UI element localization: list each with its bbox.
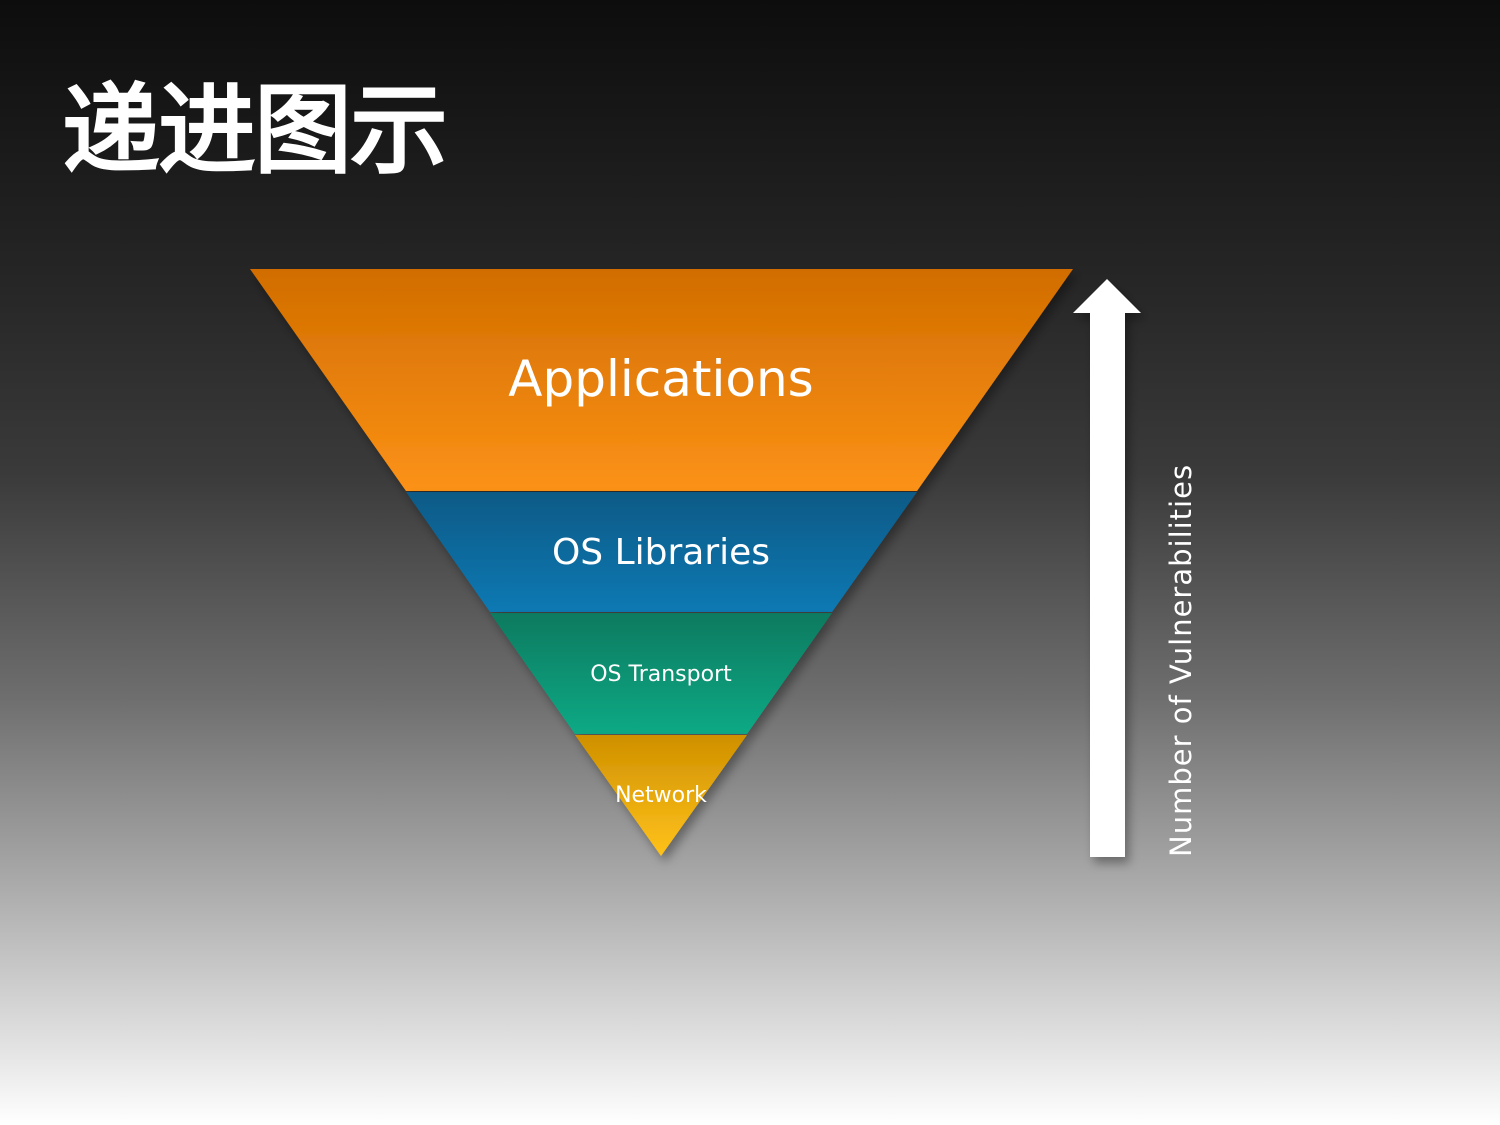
funnel-layer-network: Network (575, 735, 747, 856)
vulnerabilities-axis-label: Number of Vulnerabilities (1164, 464, 1198, 857)
layer-label-os-transport: OS Transport (590, 662, 732, 687)
funnel-segment-os-libraries (406, 492, 917, 612)
funnel-segment-network (575, 735, 747, 856)
page-title: 递进图示 (62, 74, 448, 188)
funnel-segment-applications (250, 269, 1073, 491)
up-arrow-icon (1073, 279, 1141, 857)
funnel-layer-os-libraries: OS Libraries (406, 492, 917, 612)
layer-label-network: Network (615, 783, 707, 808)
layer-label-applications: Applications (508, 350, 813, 408)
funnel-segment-os-transport (490, 613, 832, 734)
layer-label-os-libraries: OS Libraries (552, 532, 770, 573)
funnel-layer-os-transport: OS Transport (490, 613, 832, 734)
funnel-layer-applications: Applications (250, 269, 1073, 491)
